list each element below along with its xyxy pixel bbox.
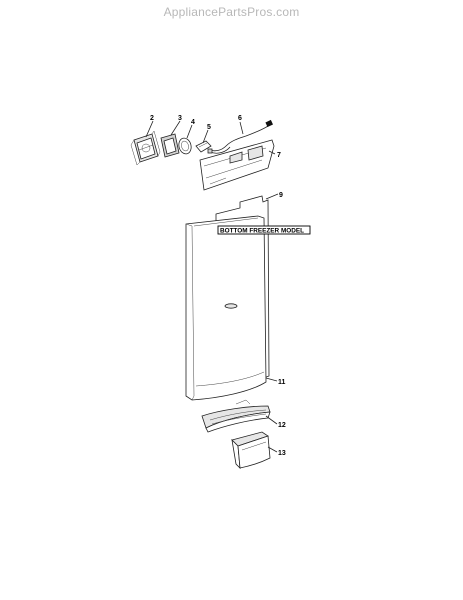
callout-2: 2 [150, 115, 154, 122]
callout-12: 12 [278, 422, 286, 429]
part-12-handle[interactable] [201, 399, 271, 433]
part-4-lens[interactable] [177, 137, 193, 156]
leader-12 [265, 415, 278, 425]
callout-6: 6 [238, 115, 242, 122]
leader-7 [268, 150, 276, 155]
leader-3 [170, 120, 181, 136]
part-13-bin[interactable] [231, 431, 271, 470]
callout-13: 13 [278, 450, 286, 457]
callout-11: 11 [278, 379, 286, 386]
model-label-box: BOTTOM FREEZER MODEL [217, 225, 311, 235]
callout-7: 7 [277, 152, 281, 159]
leader-13 [267, 446, 278, 453]
leader-9 [265, 193, 279, 200]
part-2-housing[interactable] [130, 130, 161, 166]
watermark-text: AppliancePartsPros.com [163, 5, 300, 19]
callout-5: 5 [207, 124, 211, 131]
part-5-switch[interactable] [195, 140, 212, 153]
part-11-door-panel[interactable] [185, 215, 267, 401]
part-3-frame[interactable] [160, 133, 180, 158]
leader-6 [239, 121, 244, 135]
model-label-text: BOTTOM FREEZER MODEL [220, 228, 304, 235]
leader-11 [265, 377, 278, 382]
callout-4: 4 [191, 119, 195, 126]
leader-2 [145, 120, 154, 138]
callout-3: 3 [178, 115, 182, 122]
part-6-wire-harness[interactable] [207, 119, 273, 154]
callout-9: 9 [279, 192, 283, 199]
leader-5 [202, 129, 209, 144]
leader-4 [186, 124, 193, 139]
part-7-dispenser-panel[interactable] [199, 139, 275, 191]
